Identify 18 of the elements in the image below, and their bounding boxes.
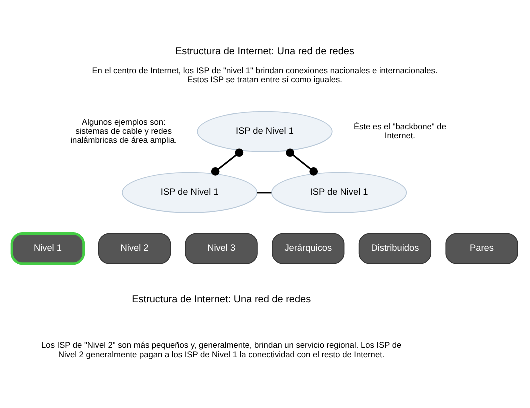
connector bbox=[257, 192, 272, 194]
connector bbox=[211, 148, 244, 176]
label: Algunos ejemplos son: sistemas de cable y redes inalámbricas de área amplia. bbox=[70, 116, 178, 145]
label: Estructura de Internet: Una red de redes bbox=[132, 294, 312, 305]
label: En el centro de Internet, los ISP de "nivel 1" brindan conexiones nacionales e internacionales. Estos ISP se tratan entre sí como iguales. bbox=[92, 64, 438, 84]
connector bbox=[286, 148, 318, 176]
label: Jerárquicos bbox=[284, 242, 332, 253]
label: Los ISP de "Nivel 2" son más pequeños y, generalmente, brindan un servicio regional. Los ISP de Nivel 2 generalmente pagan a los ISP de Nivel 1 la conectividad con el resto de Internet. bbox=[42, 340, 402, 359]
node-ellipse: ISP de Nivel 1 bbox=[197, 110, 333, 152]
label: Éste es el "backbone" de Internet. bbox=[354, 120, 446, 140]
label: Nivel 1 bbox=[34, 242, 62, 253]
label: Pares bbox=[470, 242, 494, 253]
diagram-title: Estructura de Internet: Una red de redes bbox=[176, 46, 354, 58]
label: Nivel 3 bbox=[208, 242, 236, 253]
node-ellipse: ISP de Nivel 1 bbox=[122, 172, 258, 213]
label: Nivel 2 bbox=[120, 242, 149, 253]
label: Distribuidos bbox=[371, 242, 420, 253]
node-ellipse: ISP de Nivel 1 bbox=[272, 172, 408, 213]
